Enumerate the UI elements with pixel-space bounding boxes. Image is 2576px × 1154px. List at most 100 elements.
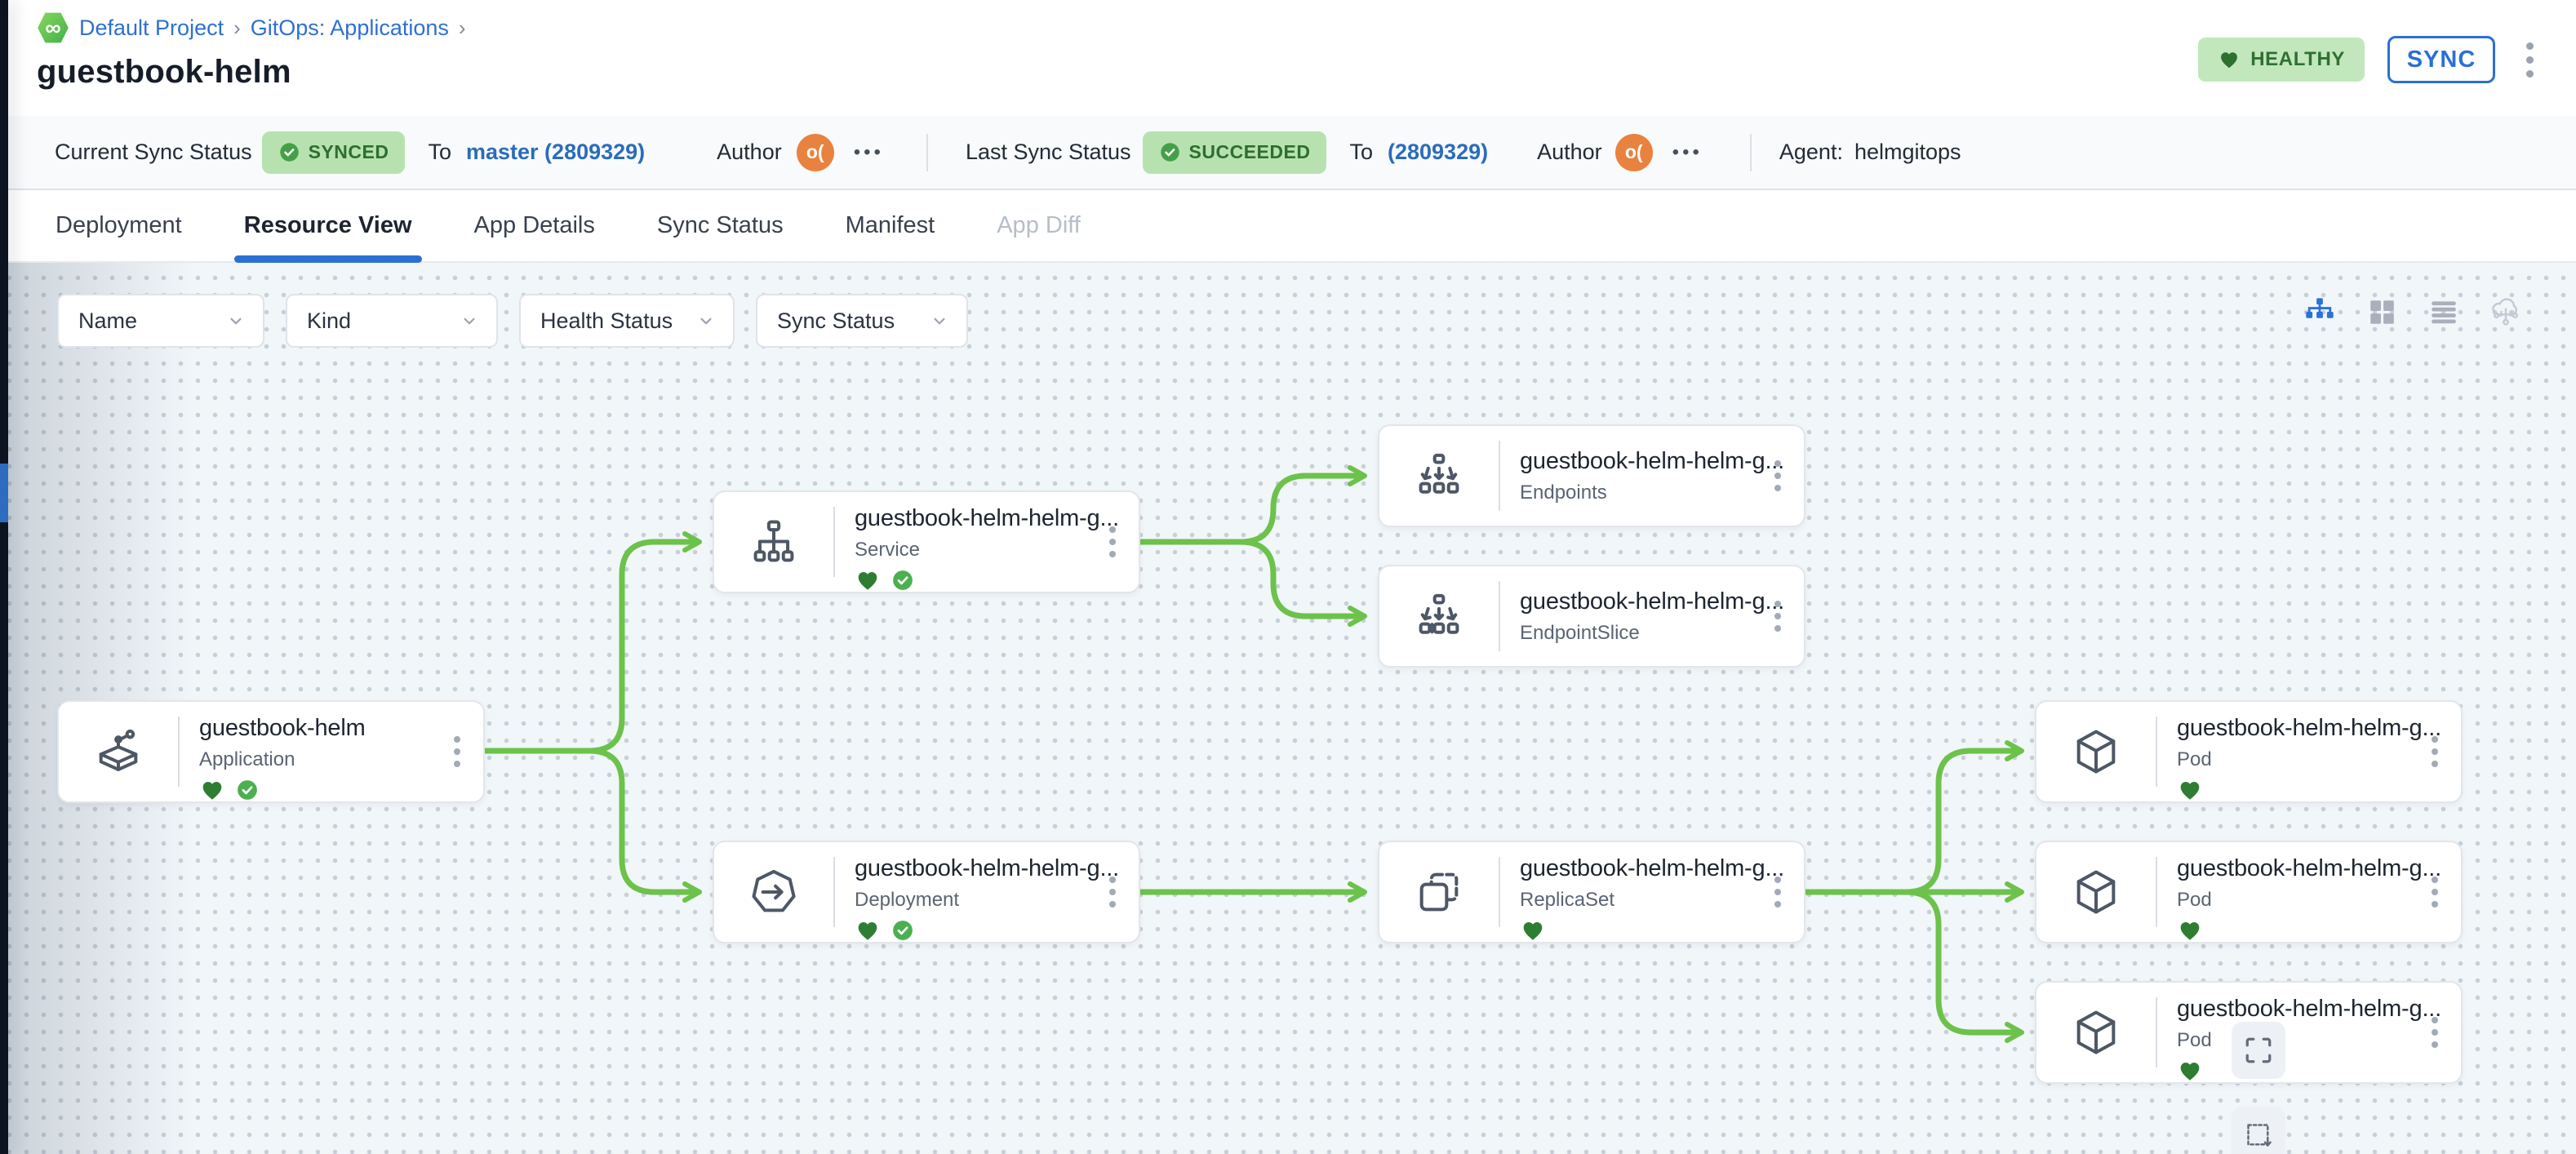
endpointslice-icon bbox=[1379, 581, 1500, 651]
node-endpointslice[interactable]: guestbook-helm-helm-g... EndpointSlice bbox=[1378, 565, 1805, 668]
more-authors-icon[interactable]: ••• bbox=[1672, 140, 1703, 163]
node-kebab-menu-icon[interactable] bbox=[1103, 842, 1122, 942]
fit-view-button[interactable] bbox=[2232, 1107, 2285, 1154]
author-label: Author bbox=[717, 140, 782, 164]
healthy-heart-icon bbox=[858, 572, 877, 590]
resource-name: guestbook-helm-helm-g... bbox=[2177, 996, 2442, 1022]
synced-check-icon bbox=[893, 570, 913, 590]
sidebar-active-indicator bbox=[0, 464, 8, 522]
tab-app-diff: App Diff bbox=[997, 212, 1081, 238]
app-header: ∞ Default Project › GitOps: Applications… bbox=[8, 0, 2576, 116]
current-sync-status-label: Current Sync Status bbox=[55, 140, 252, 164]
resource-name: guestbook-helm bbox=[199, 715, 366, 741]
resource-name: guestbook-helm-helm-g... bbox=[2177, 715, 2442, 741]
breadcrumb: ∞ Default Project › GitOps: Applications… bbox=[37, 11, 466, 44]
filter-health-status-select[interactable]: Health Status bbox=[519, 294, 735, 348]
application-icon bbox=[59, 717, 180, 787]
to-label: To bbox=[428, 140, 451, 164]
node-kebab-menu-icon[interactable] bbox=[2425, 983, 2445, 1082]
author-avatar[interactable]: o( bbox=[1614, 133, 1653, 171]
pod-icon bbox=[2036, 997, 2157, 1067]
resource-kind: ReplicaSet bbox=[1520, 889, 1615, 911]
cluster-view-icon[interactable] bbox=[2489, 295, 2522, 328]
tab-manifest[interactable]: Manifest bbox=[845, 212, 935, 238]
filter-kind-select[interactable]: Kind bbox=[286, 294, 498, 348]
resource-tree-canvas[interactable]: Name Kind Health Status Sync Status bbox=[8, 263, 2576, 1154]
agent-value: helmgitops bbox=[1854, 140, 1961, 164]
chevron-down-icon bbox=[464, 317, 475, 325]
divider bbox=[1749, 133, 1752, 171]
node-kebab-menu-icon[interactable] bbox=[1103, 492, 1122, 592]
resource-status bbox=[855, 917, 1139, 942]
health-status-badge: HEALTHY bbox=[2198, 38, 2365, 82]
check-circle-icon bbox=[1160, 143, 1179, 162]
healthy-heart-icon bbox=[1523, 922, 1543, 940]
node-kebab-menu-icon[interactable] bbox=[1768, 566, 1788, 666]
resource-kind: Pod bbox=[2177, 889, 2212, 911]
gitops-logo-icon: ∞ bbox=[38, 12, 69, 43]
tab-sync-status[interactable]: Sync Status bbox=[656, 212, 784, 238]
node-kebab-menu-icon[interactable] bbox=[447, 702, 467, 801]
collapsed-sidebar[interactable] bbox=[0, 0, 8, 1154]
node-replicaset[interactable]: guestbook-helm-helm-g... ReplicaSet bbox=[1378, 841, 1805, 943]
node-service[interactable]: guestbook-helm-helm-g... Service bbox=[713, 490, 1140, 593]
last-sync-status-label: Last Sync Status bbox=[965, 140, 1131, 164]
synced-badge: SYNCED bbox=[261, 131, 406, 174]
last-revision-link[interactable]: (2809329) bbox=[1388, 140, 1489, 164]
resource-status bbox=[2177, 777, 2461, 801]
fullscreen-button[interactable] bbox=[2232, 1022, 2285, 1079]
pod-icon bbox=[2036, 857, 2157, 927]
agent-label: Agent: bbox=[1779, 140, 1843, 164]
divider bbox=[926, 133, 928, 171]
resource-kind: Application bbox=[199, 748, 295, 770]
healthy-heart-icon bbox=[2180, 1063, 2200, 1081]
node-kebab-menu-icon[interactable] bbox=[2425, 702, 2445, 801]
healthy-heart-icon bbox=[2180, 782, 2200, 800]
breadcrumb-separator: › bbox=[458, 15, 466, 40]
page-title: guestbook-helm bbox=[37, 54, 291, 90]
list-view-icon[interactable] bbox=[2427, 295, 2460, 328]
resource-status bbox=[1520, 917, 1804, 942]
filter-bar: Name Kind Health Status Sync Status bbox=[57, 294, 968, 348]
node-deployment[interactable]: guestbook-helm-helm-g... Deployment bbox=[713, 841, 1140, 943]
tab-app-details[interactable]: App Details bbox=[473, 212, 595, 238]
healthy-heart-icon bbox=[858, 922, 877, 940]
tab-deployment[interactable]: Deployment bbox=[56, 212, 182, 238]
current-revision-link[interactable]: master (2809329) bbox=[466, 140, 646, 164]
tree-view-icon[interactable] bbox=[2303, 295, 2336, 328]
breadcrumb-section-link[interactable]: GitOps: Applications bbox=[250, 15, 449, 40]
resource-name: guestbook-helm-helm-g... bbox=[1520, 855, 1785, 881]
app-kebab-menu-icon[interactable] bbox=[2518, 38, 2542, 82]
view-mode-switcher bbox=[2303, 295, 2522, 328]
card-view-icon[interactable] bbox=[2365, 295, 2398, 328]
resource-status bbox=[2177, 917, 2461, 942]
filter-name-select[interactable]: Name bbox=[57, 294, 264, 348]
node-kebab-menu-icon[interactable] bbox=[1768, 426, 1788, 526]
author-label: Author bbox=[1537, 140, 1602, 164]
breadcrumb-separator: › bbox=[233, 15, 241, 40]
tab-bar: Deployment Resource View App Details Syn… bbox=[8, 190, 2576, 263]
resource-kind: Service bbox=[855, 539, 921, 561]
more-authors-icon[interactable]: ••• bbox=[853, 140, 884, 163]
heart-icon bbox=[2221, 52, 2238, 69]
node-kebab-menu-icon[interactable] bbox=[1768, 842, 1788, 942]
node-pod[interactable]: guestbook-helm-helm-g... Pod bbox=[2035, 841, 2463, 943]
filter-sync-status-select[interactable]: Sync Status bbox=[756, 294, 968, 348]
resource-status bbox=[2177, 1058, 2461, 1082]
synced-check-icon bbox=[238, 780, 257, 800]
node-pod[interactable]: guestbook-helm-helm-g... Pod bbox=[2035, 700, 2463, 803]
chevron-down-icon bbox=[230, 317, 242, 325]
resource-name: guestbook-helm-helm-g... bbox=[855, 505, 1120, 531]
check-circle-icon bbox=[279, 143, 299, 162]
tab-resource-view[interactable]: Resource View bbox=[233, 190, 422, 263]
node-endpoints[interactable]: guestbook-helm-helm-g... Endpoints bbox=[1378, 424, 1805, 527]
node-application[interactable]: guestbook-helm Application bbox=[57, 700, 485, 803]
health-status-label: HEALTHY bbox=[2250, 48, 2345, 70]
chevron-down-icon bbox=[934, 317, 945, 325]
chevron-down-icon bbox=[700, 317, 712, 325]
breadcrumb-project-link[interactable]: Default Project bbox=[79, 15, 224, 40]
sync-button[interactable]: SYNC bbox=[2387, 36, 2495, 83]
node-kebab-menu-icon[interactable] bbox=[2425, 842, 2445, 942]
service-icon bbox=[714, 507, 835, 577]
author-avatar[interactable]: o( bbox=[796, 133, 834, 171]
